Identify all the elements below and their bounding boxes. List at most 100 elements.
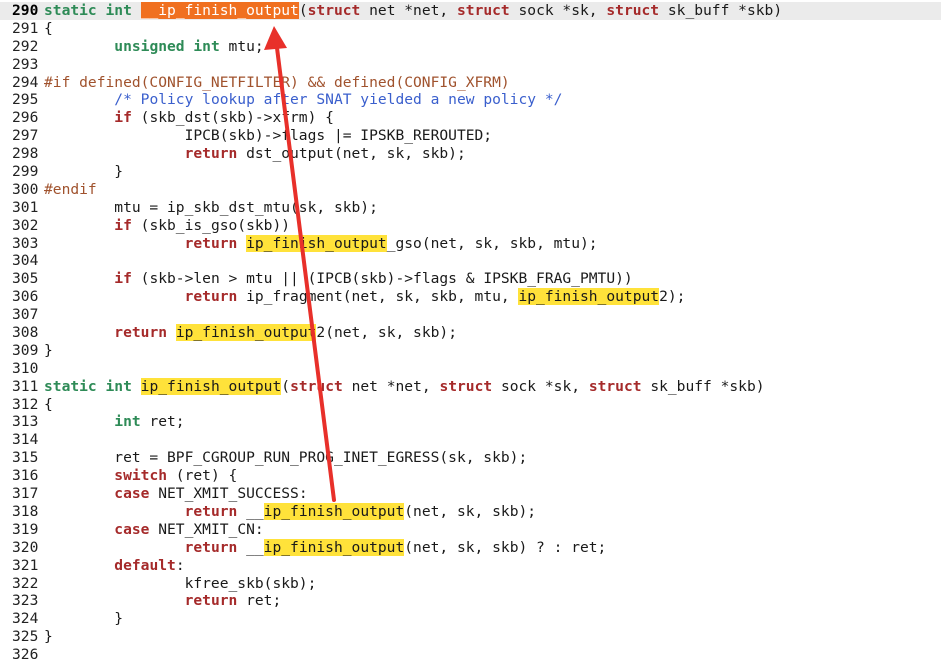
code-token: (net, sk, skb) ? : ret; xyxy=(404,538,607,556)
code-line: 291{ xyxy=(0,20,941,38)
code-token: (skb_is_gso(skb)) xyxy=(131,216,291,234)
line-number: 293 xyxy=(12,55,39,73)
code-token: sock *sk, xyxy=(492,377,589,395)
code-token: (ret) { xyxy=(167,467,238,485)
code-token xyxy=(97,2,106,19)
line-source: return ip_fragment(net, sk, skb, mtu, ip… xyxy=(44,288,685,306)
line-source: { xyxy=(44,20,53,38)
code-line: 315 ret = BPF_CGROUP_RUN_PROG_INET_EGRES… xyxy=(0,449,941,467)
line-source: case NET_XMIT_CN: xyxy=(44,520,263,539)
code-token: { xyxy=(44,19,53,37)
line-number: 297 xyxy=(12,127,39,145)
preprocessor-token: #if defined(CONFIG_NETFILTER) && defined… xyxy=(44,73,510,91)
code-token: NET_XMIT_SUCCESS: xyxy=(149,485,308,503)
line-source: mtu = ip_skb_dst_mtu(sk, skb); xyxy=(44,199,378,217)
line-source: int ret; xyxy=(44,413,184,431)
code-token: ( xyxy=(298,2,308,19)
line-source: return __ip_finish_output(net, sk, skb); xyxy=(44,502,537,521)
code-line: 305 if (skb->len > mtu || (IPCB(skb)->fl… xyxy=(0,270,941,288)
line-number: 290 xyxy=(12,2,39,19)
code-token xyxy=(97,378,106,395)
line-source: static int __ip_finish_output(struct net… xyxy=(44,2,782,20)
keyword-token: return xyxy=(184,538,238,556)
line-source: } xyxy=(44,163,123,181)
code-line: 317 case NET_XMIT_SUCCESS: xyxy=(0,485,941,503)
line-source: return ret; xyxy=(44,592,282,610)
code-token: sock *sk, xyxy=(509,2,607,19)
code-token xyxy=(132,2,141,19)
line-number: 300 xyxy=(12,180,39,198)
code-line: 324 } xyxy=(0,610,941,628)
line-number: 313 xyxy=(12,413,39,431)
code-token: } xyxy=(44,163,124,181)
line-number: 318 xyxy=(12,502,39,520)
code-token: (net, sk, skb); xyxy=(404,502,537,520)
code-line: 302 if (skb_is_gso(skb)) xyxy=(0,217,941,235)
code-token: (skb->len > mtu || (IPCB(skb)->flags & I… xyxy=(131,270,633,288)
code-token xyxy=(44,557,114,574)
code-token: sk_buff *skb) xyxy=(641,377,765,395)
line-number: 319 xyxy=(12,520,39,538)
keyword-token: if xyxy=(114,270,132,288)
keyword-token: return xyxy=(184,288,238,306)
keyword-token: case xyxy=(114,520,150,538)
code-token: { xyxy=(44,395,53,413)
code-token: net *net, xyxy=(360,2,457,19)
code-line: 322 kfree_skb(skb); xyxy=(0,575,941,593)
code-token: ip_fragment(net, sk, skb, mtu, xyxy=(237,288,519,306)
keyword-token: return xyxy=(114,324,168,342)
code-token: } xyxy=(44,610,124,628)
line-source: return ip_finish_output2(net, sk, skb); xyxy=(44,324,457,342)
code-token xyxy=(44,270,114,287)
code-line: 319 case NET_XMIT_CN: xyxy=(0,521,941,539)
code-line: 307 xyxy=(0,306,941,324)
code-token xyxy=(44,91,114,108)
line-source: /* Policy lookup after SNAT yielded a ne… xyxy=(44,91,562,109)
line-number: 323 xyxy=(12,592,39,610)
code-line: 293 xyxy=(0,56,941,74)
code-line: 325} xyxy=(0,628,941,646)
line-number: 298 xyxy=(12,145,39,163)
code-line: 318 return __ip_finish_output(net, sk, s… xyxy=(0,502,941,521)
line-source: switch (ret) { xyxy=(44,467,237,485)
keyword-token: return xyxy=(184,234,238,252)
code-line: 297 IPCB(skb)->flags |= IPSKB_REROUTED; xyxy=(0,127,941,145)
code-token xyxy=(44,235,185,252)
line-number: 305 xyxy=(12,270,39,288)
type-token: int xyxy=(105,2,132,19)
line-source: if (skb_dst(skb)->xfrm) { xyxy=(44,109,334,127)
line-number: 325 xyxy=(12,628,39,646)
search-highlight: ip_finish_output xyxy=(246,234,387,252)
code-line: 326 xyxy=(0,646,941,664)
keyword-token: switch xyxy=(114,467,168,485)
code-token: sk_buff *skb) xyxy=(659,2,783,19)
code-token xyxy=(44,592,185,609)
code-token: mtu; xyxy=(219,37,264,55)
type-token: int xyxy=(105,377,132,395)
line-source: case NET_XMIT_SUCCESS: xyxy=(44,485,308,503)
line-source: unsigned int mtu; xyxy=(44,37,264,56)
line-number: 302 xyxy=(12,216,39,234)
line-number: 306 xyxy=(12,288,39,306)
line-source: return __ip_finish_output(net, sk, skb) … xyxy=(44,538,607,557)
keyword-token: struct xyxy=(588,377,642,395)
code-token: ( xyxy=(281,377,291,395)
code-token: net *net, xyxy=(342,377,440,395)
code-token xyxy=(44,217,114,234)
line-number: 326 xyxy=(12,646,39,664)
line-number: 321 xyxy=(12,556,39,574)
code-line: 313 int ret; xyxy=(0,413,941,431)
code-line: 320 return __ip_finish_output(net, sk, s… xyxy=(0,538,941,557)
code-token: ret; xyxy=(237,592,282,610)
code-line: 314 xyxy=(0,431,941,449)
keyword-token: struct xyxy=(457,2,510,19)
code-token: __ xyxy=(237,538,264,556)
code-token xyxy=(44,521,114,538)
keyword-token: if xyxy=(114,109,132,127)
line-source: return dst_output(net, sk, skb); xyxy=(44,145,466,163)
line-source: return ip_finish_output_gso(net, sk, skb… xyxy=(44,234,598,253)
code-token: 2); xyxy=(659,288,686,306)
type-token: int xyxy=(114,413,141,431)
